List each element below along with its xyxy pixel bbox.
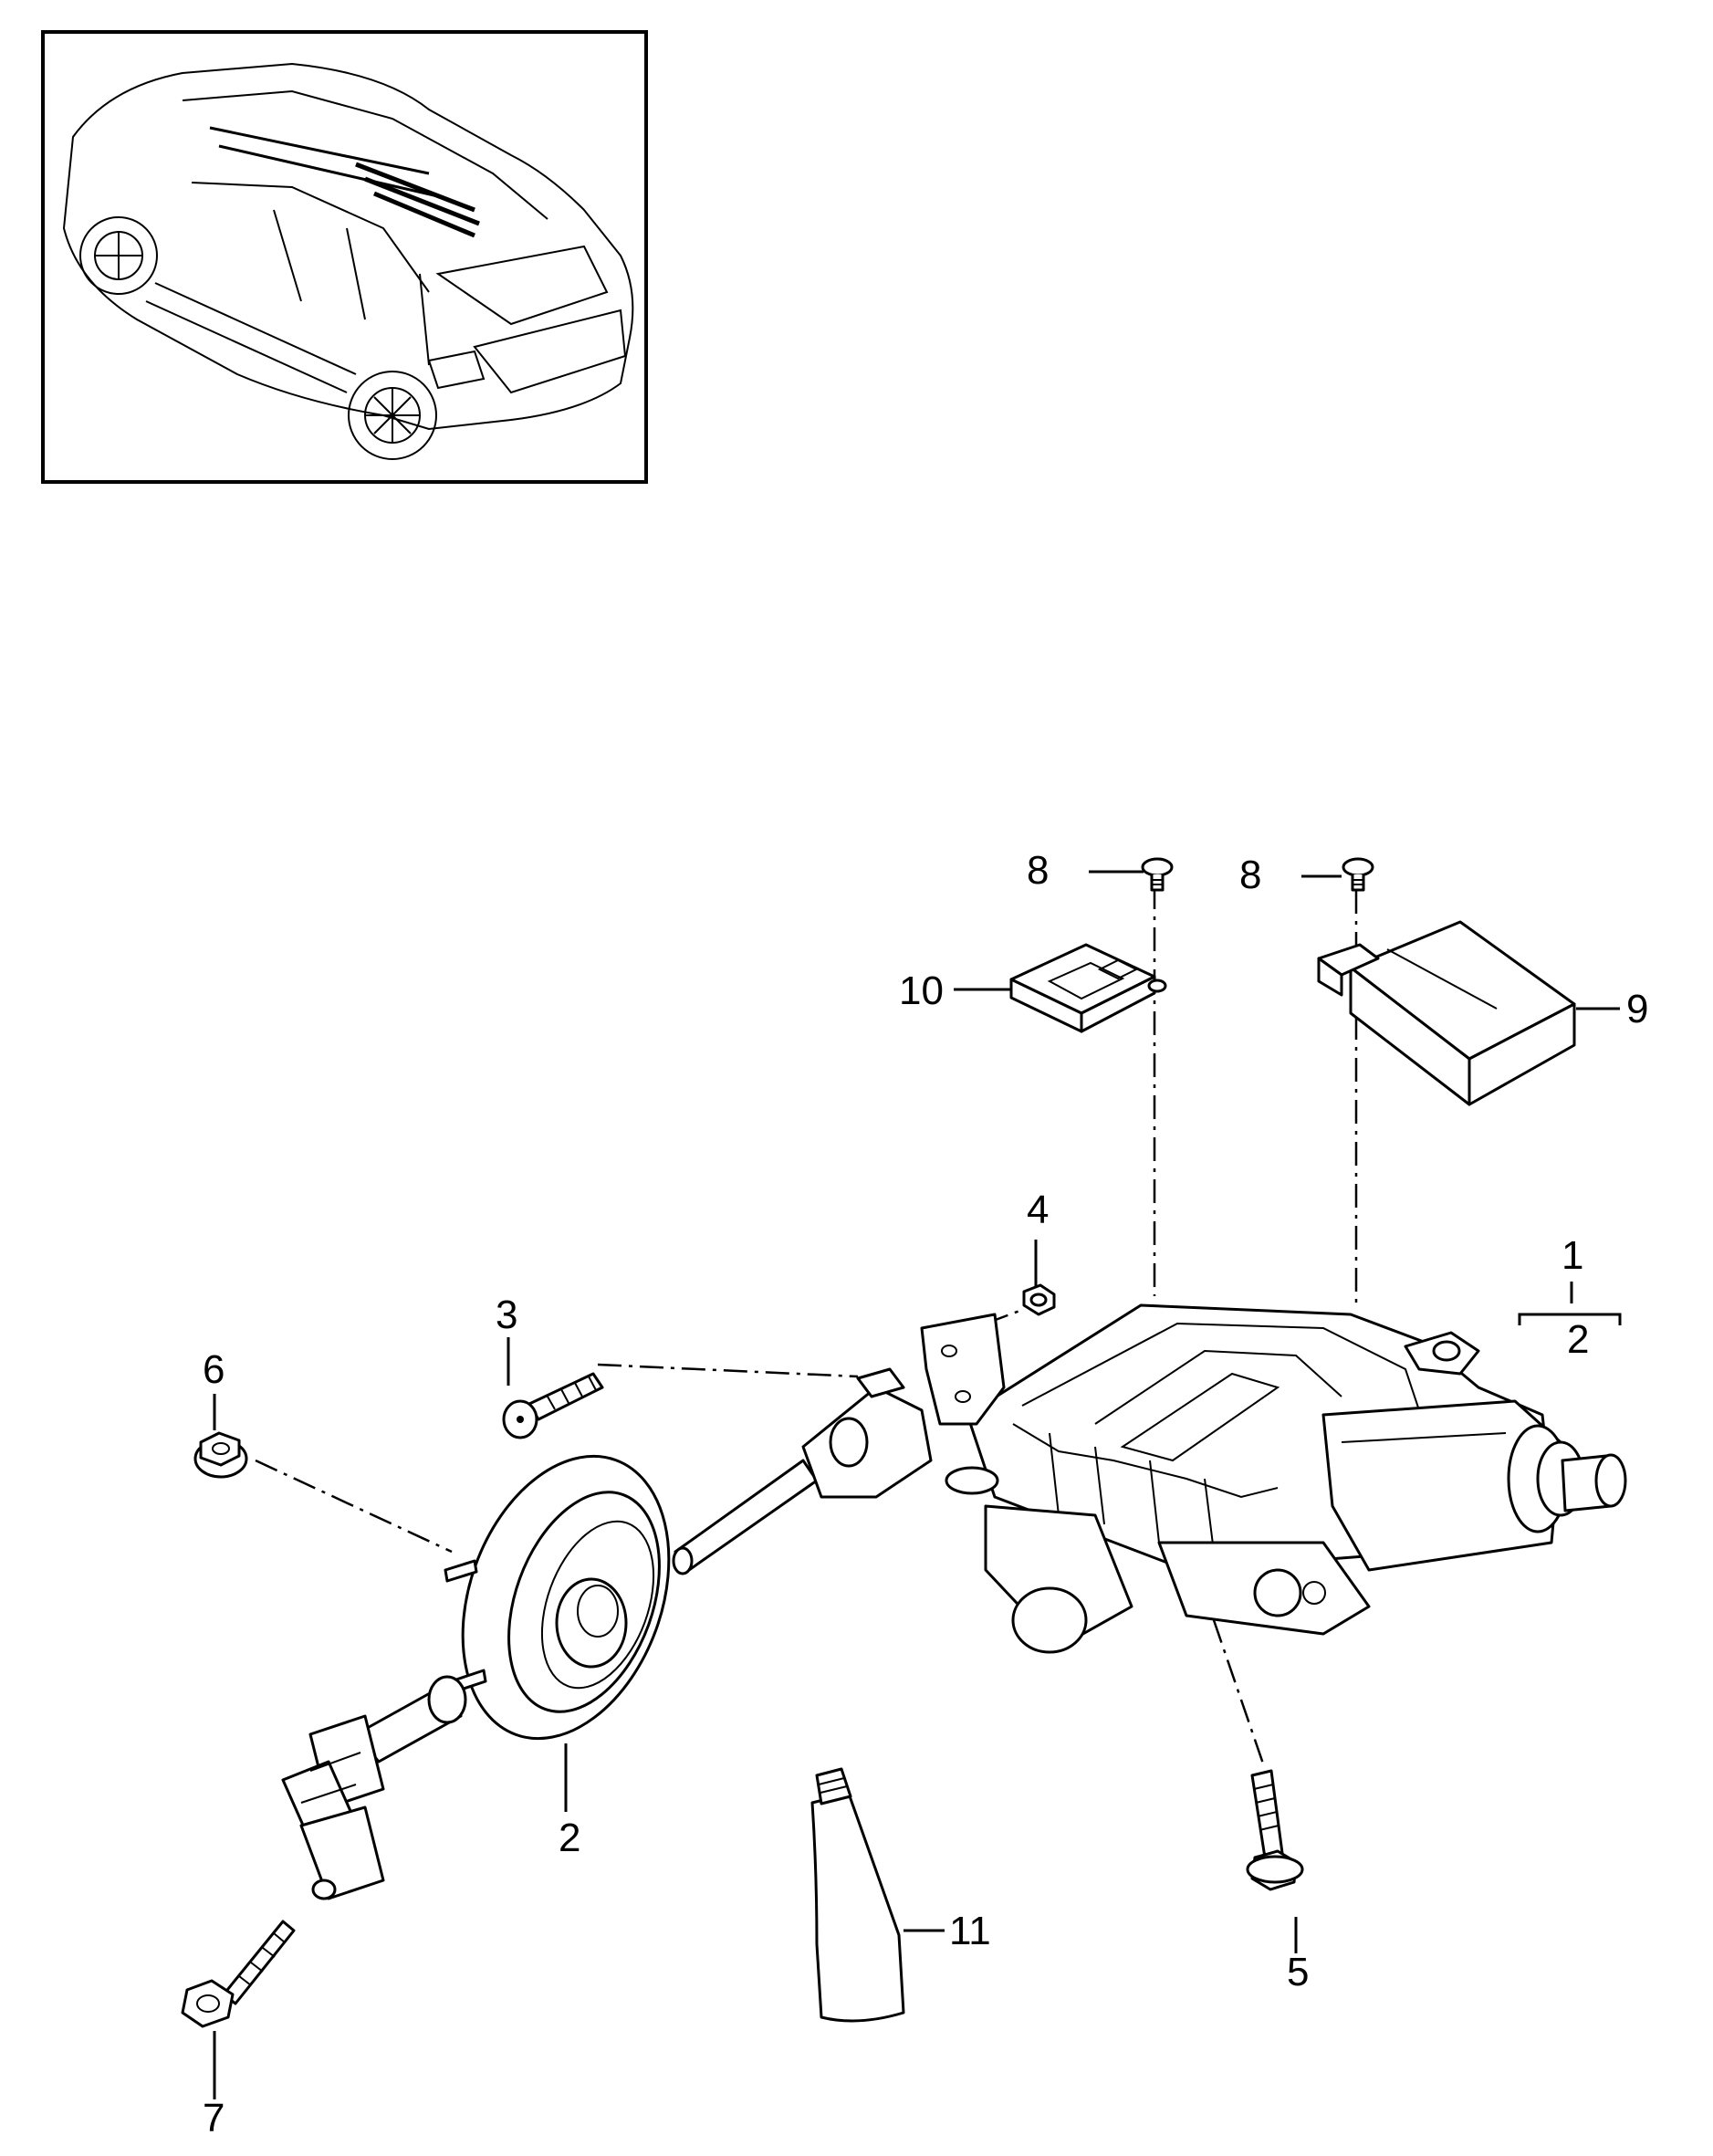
steering-column-1 (801, 1303, 1627, 1654)
bolt-5 (1246, 1769, 1304, 1891)
callout-11: 11 (949, 1909, 991, 1953)
grease-tube-11 (810, 1767, 905, 2023)
screw-8-right (1342, 857, 1374, 892)
callout-8-right: 8 (1239, 853, 1261, 897)
screw-8-left (1141, 857, 1174, 892)
callout-8-left: 8 (1027, 848, 1049, 893)
callout-3: 3 (496, 1293, 517, 1337)
callout-4: 4 (1027, 1188, 1049, 1232)
callout-5: 5 (1287, 1950, 1309, 1994)
callout-9: 9 (1626, 987, 1648, 1031)
callout-1: 1 (1562, 1233, 1583, 1278)
bolt-7 (181, 1920, 296, 2028)
callout-10: 10 (899, 968, 944, 1013)
callout-2-bracket: 2 (1567, 1317, 1589, 1362)
nut-4 (1022, 1283, 1056, 1316)
control-module-10 (1009, 943, 1167, 1033)
callout-6: 6 (203, 1347, 225, 1392)
leader-lines (213, 870, 1622, 2099)
bolt-3 (502, 1372, 604, 1439)
universal-joint-lower (281, 1675, 467, 1900)
flange-nut-6 (193, 1431, 248, 1479)
callout-2: 2 (559, 1816, 580, 1860)
suv-outline-illustration (62, 62, 634, 460)
steering-shaft-flange-2 (444, 1454, 819, 1741)
vehicle-locator-inset (41, 30, 648, 484)
callout-7: 7 (203, 2096, 225, 2140)
control-unit-9 (1317, 920, 1576, 1106)
callout-labels: 1 2 2 3 4 5 6 7 8 8 9 10 11 (203, 848, 1648, 2140)
